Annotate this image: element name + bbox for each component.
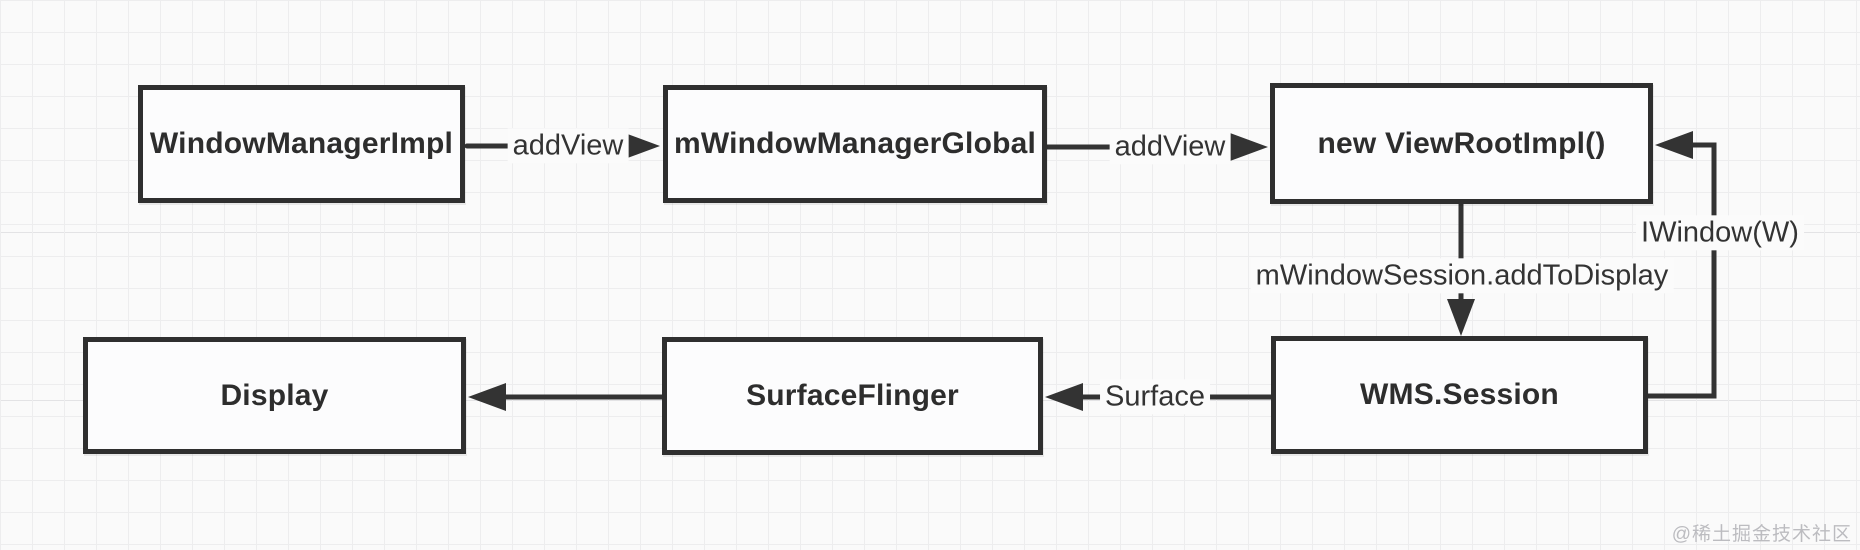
edge-sf-display-arrowhead-icon — [468, 383, 506, 411]
edge-label-iwindow: IWindow(W) — [1636, 215, 1804, 251]
node-label-surface-flinger: SurfaceFlinger — [746, 379, 959, 412]
node-display: Display — [83, 337, 466, 454]
edge-addview-1-arrowhead-icon — [622, 132, 660, 160]
node-surface-flinger: SurfaceFlinger — [662, 337, 1043, 455]
edge-iwindow-line — [1645, 142, 1717, 399]
node-label-wms-session: WMS.Session — [1360, 378, 1559, 411]
edge-label-addview-2: addView — [1109, 129, 1231, 165]
node-wms-session: WMS.Session — [1271, 336, 1648, 454]
node-label-m-window-manager-global: mWindowManagerGlobal — [673, 127, 1037, 160]
node-label-window-manager-impl: WindowManagerImpl — [149, 127, 454, 160]
edge-iwindow-arrowhead-icon — [1655, 131, 1693, 159]
node-new-view-root-impl: new ViewRootImpl() — [1270, 83, 1653, 204]
edge-surface-arrowhead-icon — [1045, 383, 1083, 411]
edge-label-surface: Surface — [1100, 379, 1210, 415]
node-window-manager-impl: WindowManagerImpl — [138, 85, 465, 203]
node-label-display: Display — [220, 378, 329, 412]
edge-addtodisplay-arrowhead-icon — [1447, 299, 1475, 336]
watermark: @稀土掘金技术社区 — [1671, 524, 1852, 545]
node-label-new-view-root-impl: new ViewRootImpl() — [1317, 126, 1606, 160]
node-m-window-manager-global: mWindowManagerGlobal — [663, 85, 1047, 203]
edge-label-addview-1: addView — [507, 128, 629, 164]
edge-addview-2-arrowhead-icon — [1230, 133, 1268, 161]
edge-label-add-to-display: mWindowSession.addToDisplay — [1250, 258, 1674, 294]
